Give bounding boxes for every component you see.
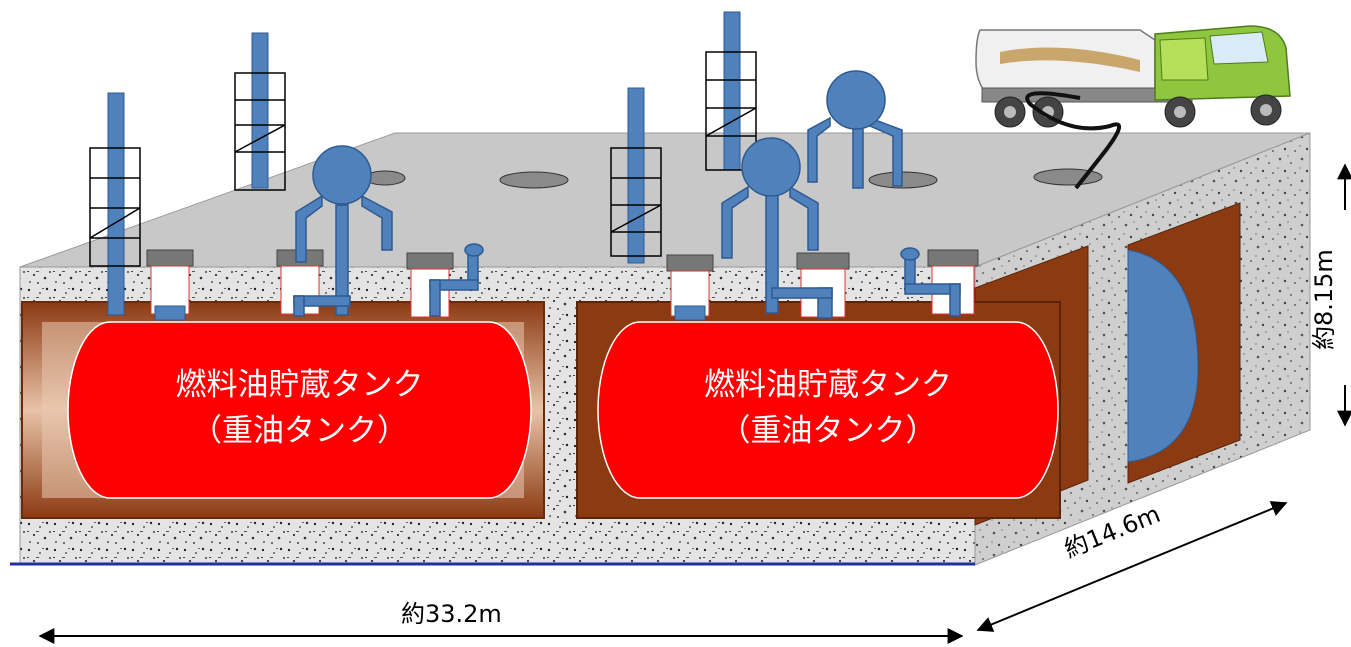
tank-left [67, 321, 532, 499]
pump-icon [293, 70, 961, 319]
width-arrow [976, 501, 1288, 632]
tank-end-view [1127, 249, 1199, 463]
tank-name-right: 燃料油貯蔵タンク [704, 367, 952, 403]
tank-type-left: （重油タンク） [191, 413, 408, 449]
tank-name-left: 燃料油貯蔵タンク [175, 367, 424, 403]
tank-type-right: （重油タンク） [719, 413, 937, 449]
tank-label-left: 燃料油貯蔵タンク （重油タンク） [72, 362, 527, 454]
height-label: 約8.15m [1310, 249, 1338, 350]
tank-right [597, 321, 1059, 499]
tanker-truck-icon [975, 25, 1291, 190]
vent-pipe-icon [89, 11, 757, 316]
manhole-icon [364, 168, 1103, 189]
length-label: 約33.2m [401, 600, 502, 628]
tank-label-right: 燃料油貯蔵タンク （重油タンク） [602, 362, 1054, 454]
